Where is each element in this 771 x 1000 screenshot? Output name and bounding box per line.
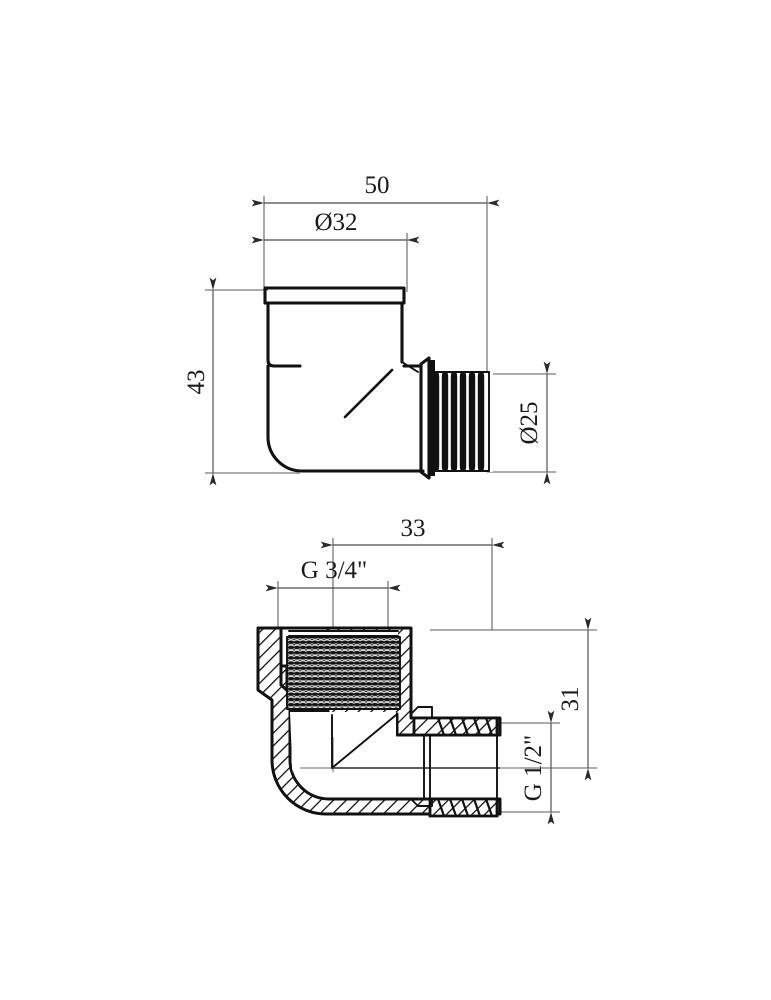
female-thread-section bbox=[286, 630, 401, 710]
dimension-outlet-thread-g12: G 1/2" bbox=[520, 710, 555, 825]
bottom-view-part-geometry bbox=[256, 626, 502, 818]
bottom-view-group: 33 G 3/4" 31 G 1/2" bbox=[256, 515, 597, 825]
dimension-outlet-diameter-25: Ø25 bbox=[516, 361, 551, 485]
dimension-label-g12: G 1/2" bbox=[520, 735, 547, 801]
dimension-label-43: 43 bbox=[183, 370, 210, 395]
dimension-label-50: 50 bbox=[365, 172, 390, 199]
dimension-overall-length-50: 50 bbox=[251, 172, 500, 207]
male-thread-section bbox=[412, 716, 499, 818]
dimension-label-d25: Ø25 bbox=[516, 401, 543, 444]
male-thread-top-view bbox=[432, 371, 493, 472]
dimension-label-d32: Ø32 bbox=[314, 209, 357, 236]
dimension-label-31: 31 bbox=[557, 687, 584, 712]
dimension-section-length-33: 33 bbox=[320, 515, 505, 549]
dimension-overall-height-43: 43 bbox=[183, 277, 217, 486]
socket-rim-band bbox=[263, 286, 406, 305]
dimension-inlet-thread-g34: G 3/4" bbox=[265, 557, 401, 592]
dimension-section-height-31: 31 bbox=[557, 617, 592, 781]
dimension-label-g34: G 3/4" bbox=[301, 557, 367, 584]
top-view-group: 50 Ø32 43 Ø25 bbox=[183, 172, 556, 486]
outlet-collar bbox=[419, 356, 431, 480]
dimension-label-33: 33 bbox=[401, 515, 426, 542]
top-view-part-geometry bbox=[263, 286, 493, 480]
dimension-socket-diameter-32: Ø32 bbox=[251, 209, 420, 244]
